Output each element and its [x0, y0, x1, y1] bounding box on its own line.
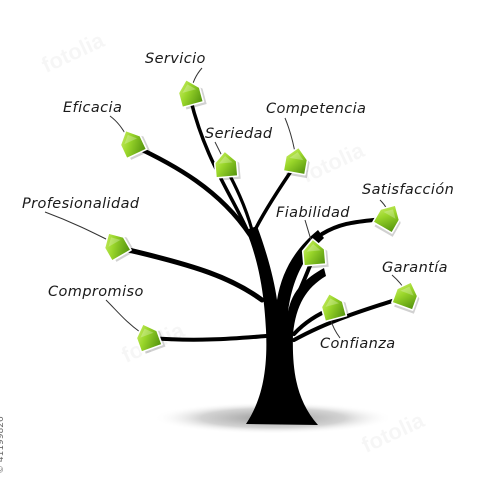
label-competencia: Competencia: [266, 101, 366, 117]
label-fiabilidad: Fiabilidad: [276, 205, 350, 221]
concept-labels: Servicio Eficacia Competencia Seriedad S…: [22, 51, 454, 352]
label-compromiso: Compromiso: [48, 284, 144, 300]
house-tag-icon: [114, 123, 151, 163]
label-confianza: Confianza: [320, 336, 396, 352]
tree-trunk: [246, 226, 326, 425]
house-tag-icon: [131, 318, 167, 356]
house-tag-icon: [174, 75, 208, 112]
label-servicio: Servicio: [145, 51, 206, 67]
house-tag-icon: [98, 225, 136, 265]
house-tag-icon: [317, 289, 351, 326]
label-satisfaccion: Satisfacción: [362, 182, 454, 198]
label-seriedad: Seriedad: [205, 126, 273, 142]
house-tag-icon: [370, 198, 408, 238]
house-tag-icon: [212, 149, 242, 182]
label-eficacia: Eficacia: [63, 100, 122, 116]
label-garantia: Garantía: [382, 260, 448, 276]
stock-image-id: © 41199826: [0, 416, 6, 474]
house-tag-icon: [281, 144, 313, 179]
house-tag-icon: [390, 277, 425, 315]
label-profesionalidad: Profesionalidad: [22, 196, 140, 212]
